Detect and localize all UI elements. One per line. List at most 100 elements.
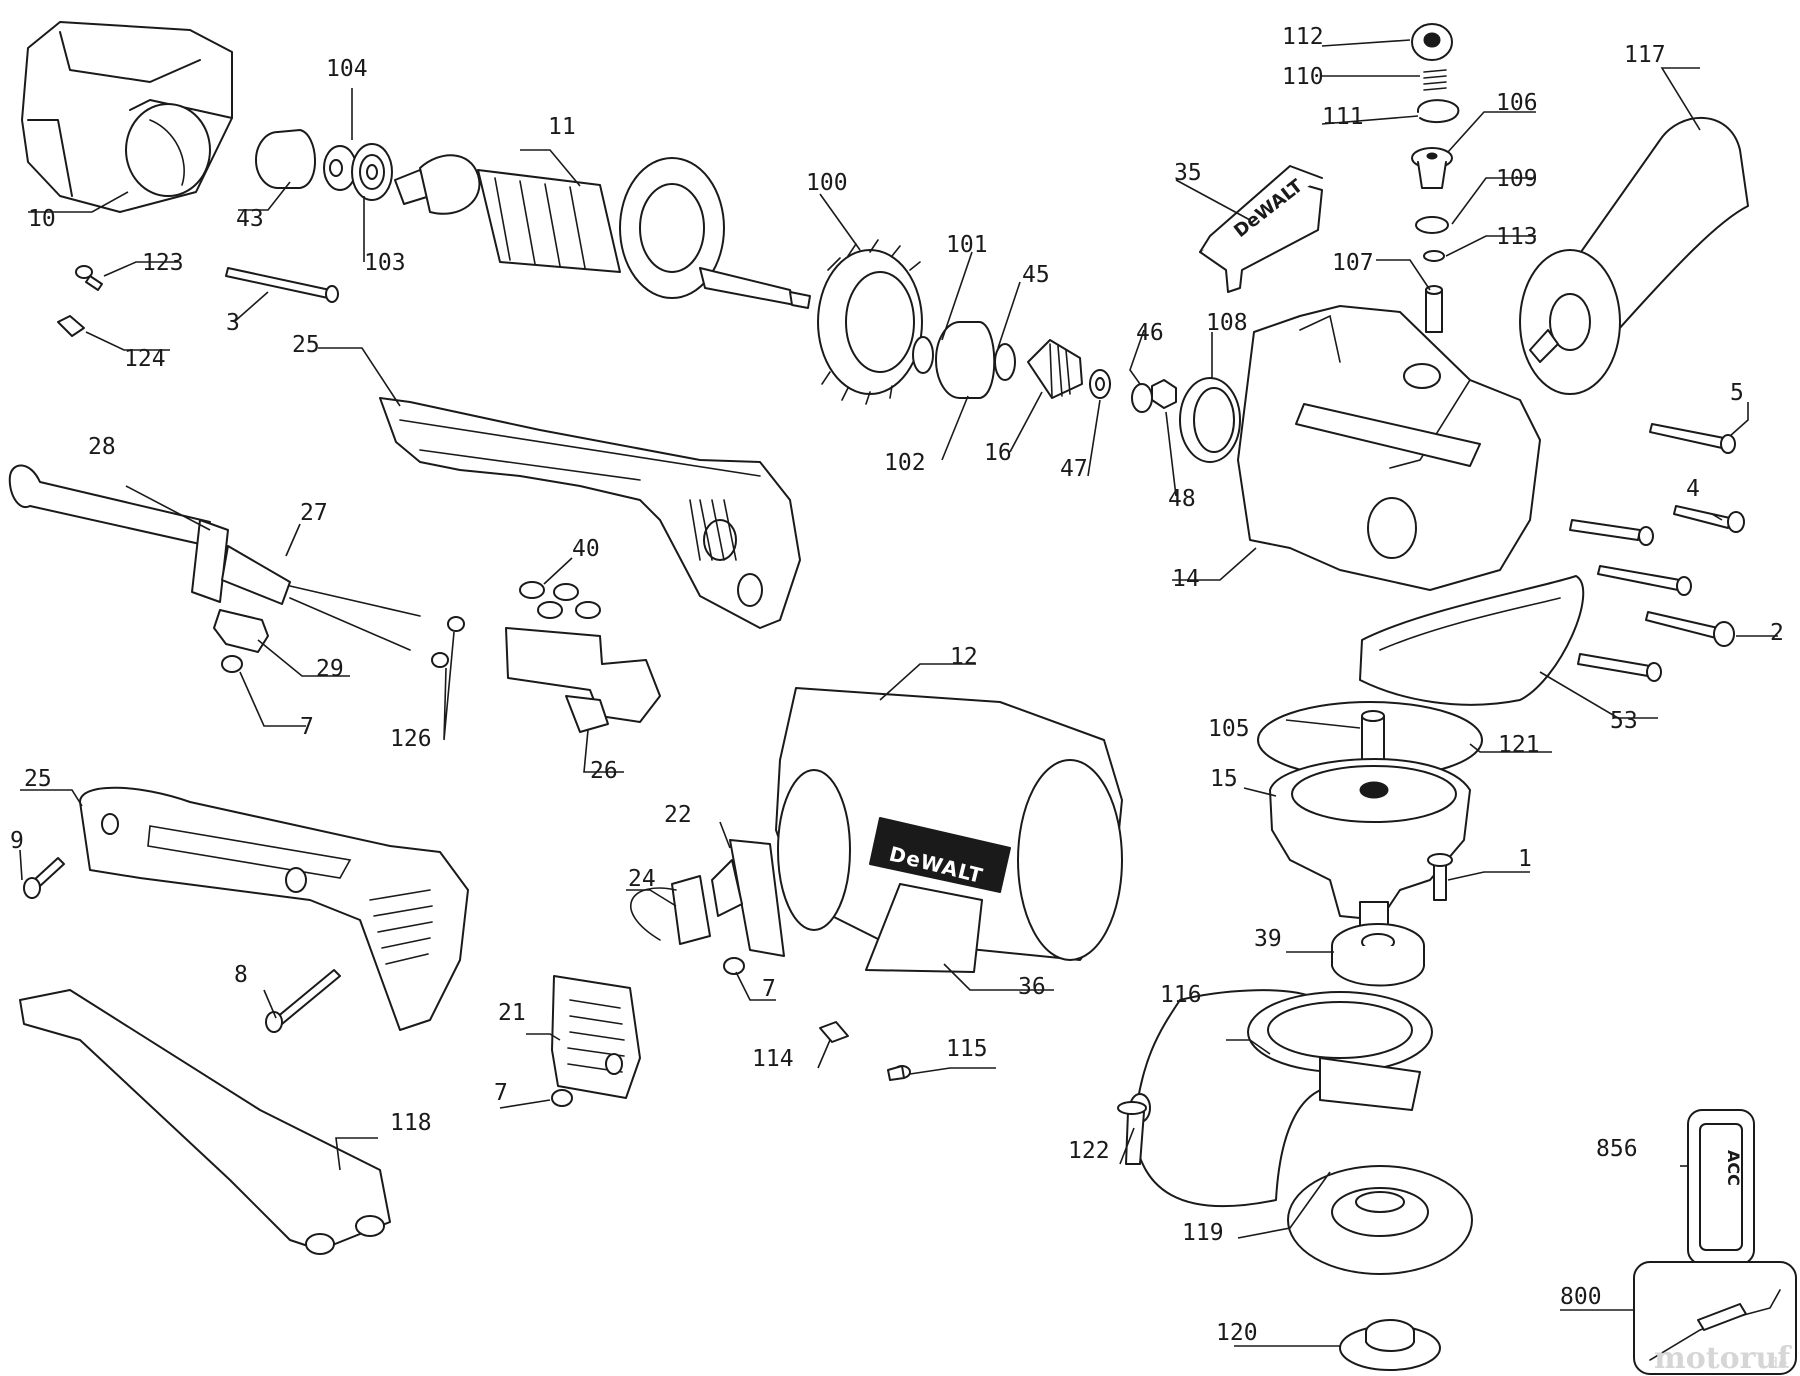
- callout-113: 113: [1496, 224, 1538, 250]
- part-48-nut: [1151, 379, 1177, 409]
- part-5-screw: [1649, 423, 1736, 454]
- callout-4: 4: [1686, 476, 1700, 502]
- part-46-washer: [1131, 383, 1153, 413]
- part-115-terminal: [887, 1065, 911, 1081]
- part-113-ring: [1423, 250, 1445, 262]
- callout-48: 48: [1168, 486, 1196, 512]
- part-10-field-coil: [21, 21, 233, 213]
- callout-107: 107: [1332, 250, 1374, 276]
- part-114-connector: [819, 1021, 849, 1043]
- callout-103: 103: [364, 250, 406, 276]
- part-126-terminals: [431, 616, 465, 668]
- callout-39: 39: [1254, 926, 1282, 952]
- callout-112: 112: [1282, 24, 1324, 50]
- callout-126: 126: [390, 726, 432, 752]
- part-119-backing-flange: [1287, 1165, 1473, 1275]
- part-7-screw-cord: [221, 655, 243, 673]
- part-112-bearing: [1411, 23, 1453, 61]
- part-screw-misc-2: [1597, 565, 1692, 596]
- part-16-pinion-gear: [1027, 339, 1083, 399]
- callout-53: 53: [1610, 708, 1638, 734]
- part-11-armature: [394, 154, 811, 309]
- callout-27: 27: [300, 500, 328, 526]
- part-36-label: [865, 883, 983, 973]
- callout-116: 116: [1160, 982, 1202, 1008]
- callout-21: 21: [498, 1000, 526, 1026]
- part-110-spring: [1423, 69, 1447, 91]
- part-15-bearing-plate: [1269, 758, 1471, 929]
- part-21-brush-cover: [551, 975, 641, 1099]
- watermark: motoruf .de: [1654, 1341, 1792, 1376]
- acc-kit-label: ACC: [1724, 1150, 1743, 1186]
- part-7-screw-cover: [551, 1089, 573, 1107]
- part-118-spanner-wrench: [19, 989, 391, 1255]
- part-800-accessory-kit: [1633, 1261, 1797, 1375]
- callout-114: 114: [752, 1046, 794, 1072]
- watermark-name: motoruf: [1654, 1341, 1792, 1376]
- callout-25-lower: 25: [24, 766, 52, 792]
- callout-800: 800: [1560, 1284, 1602, 1310]
- part-100-fan: [817, 239, 923, 405]
- callout-121: 121: [1498, 732, 1540, 758]
- part-106-lock-button: [1411, 147, 1453, 189]
- part-9-screw: [23, 857, 65, 899]
- part-45-washer: [994, 343, 1016, 381]
- part-25-handle-half-upper: [379, 397, 801, 629]
- callout-11: 11: [548, 114, 576, 140]
- part-screw-misc-1: [1569, 519, 1654, 546]
- watermark-suffix: .de: [1764, 1354, 1787, 1372]
- part-107-pin: [1425, 285, 1443, 333]
- part-109-o-ring: [1415, 216, 1449, 234]
- callout-12: 12: [950, 644, 978, 670]
- callout-120: 120: [1216, 1320, 1258, 1346]
- part-53-housing-ring: [1359, 575, 1585, 706]
- callout-124: 124: [124, 346, 166, 372]
- callout-7-cord: 7: [300, 714, 314, 740]
- callout-118: 118: [390, 1110, 432, 1136]
- part-1-screw: [1427, 853, 1453, 901]
- part-40-brush-caps: [519, 581, 601, 619]
- callout-26: 26: [590, 758, 618, 784]
- part-117-side-handle: [1519, 117, 1749, 395]
- callout-45: 45: [1022, 262, 1050, 288]
- part-116-wheel-guard: [1129, 989, 1433, 1208]
- part-4-screw: [1673, 505, 1745, 533]
- part-43-bearing-sleeve: [255, 129, 316, 189]
- callout-111: 111: [1322, 104, 1364, 130]
- callout-28: 28: [88, 434, 116, 460]
- part-102-bearing: [935, 321, 996, 399]
- callout-122: 122: [1068, 1138, 1110, 1164]
- callout-104: 104: [326, 56, 368, 82]
- callout-8: 8: [234, 962, 248, 988]
- callout-106: 106: [1496, 90, 1538, 116]
- callout-35: 35: [1174, 160, 1202, 186]
- callout-5: 5: [1730, 380, 1744, 406]
- callout-labels: 10 43 104 103 11 123 124 3 100 101 45 10…: [10, 24, 1784, 1346]
- leader-lines: [19, 39, 1778, 1347]
- callout-7-brush: 7: [762, 976, 776, 1002]
- callout-105: 105: [1208, 716, 1250, 742]
- callout-25-upper: 25: [292, 332, 320, 358]
- callout-9: 9: [10, 828, 24, 854]
- part-103-bearing: [351, 143, 393, 201]
- part-120-flange-nut: [1339, 1319, 1441, 1371]
- part-27-strain-relief: [221, 545, 421, 651]
- part-7-screw-brush: [723, 957, 745, 975]
- callout-15: 15: [1210, 766, 1238, 792]
- callout-119: 119: [1182, 1220, 1224, 1246]
- callout-1: 1: [1518, 846, 1532, 872]
- callout-16: 16: [984, 440, 1012, 466]
- part-101-ring: [912, 336, 934, 374]
- callout-36: 36: [1018, 974, 1046, 1000]
- callout-115: 115: [946, 1036, 988, 1062]
- part-29-cord-clamp: [213, 609, 269, 653]
- callout-856: 856: [1596, 1136, 1638, 1162]
- callout-3: 3: [226, 310, 240, 336]
- part-856-acc-kit: ACC: [1687, 1109, 1755, 1265]
- callout-117: 117: [1624, 42, 1666, 68]
- part-111-snap-ring: [1417, 99, 1460, 124]
- callout-123: 123: [142, 250, 184, 276]
- part-14-gear-housing: [1237, 305, 1541, 591]
- part-35-brand-bracket: DeWALT: [1199, 165, 1323, 293]
